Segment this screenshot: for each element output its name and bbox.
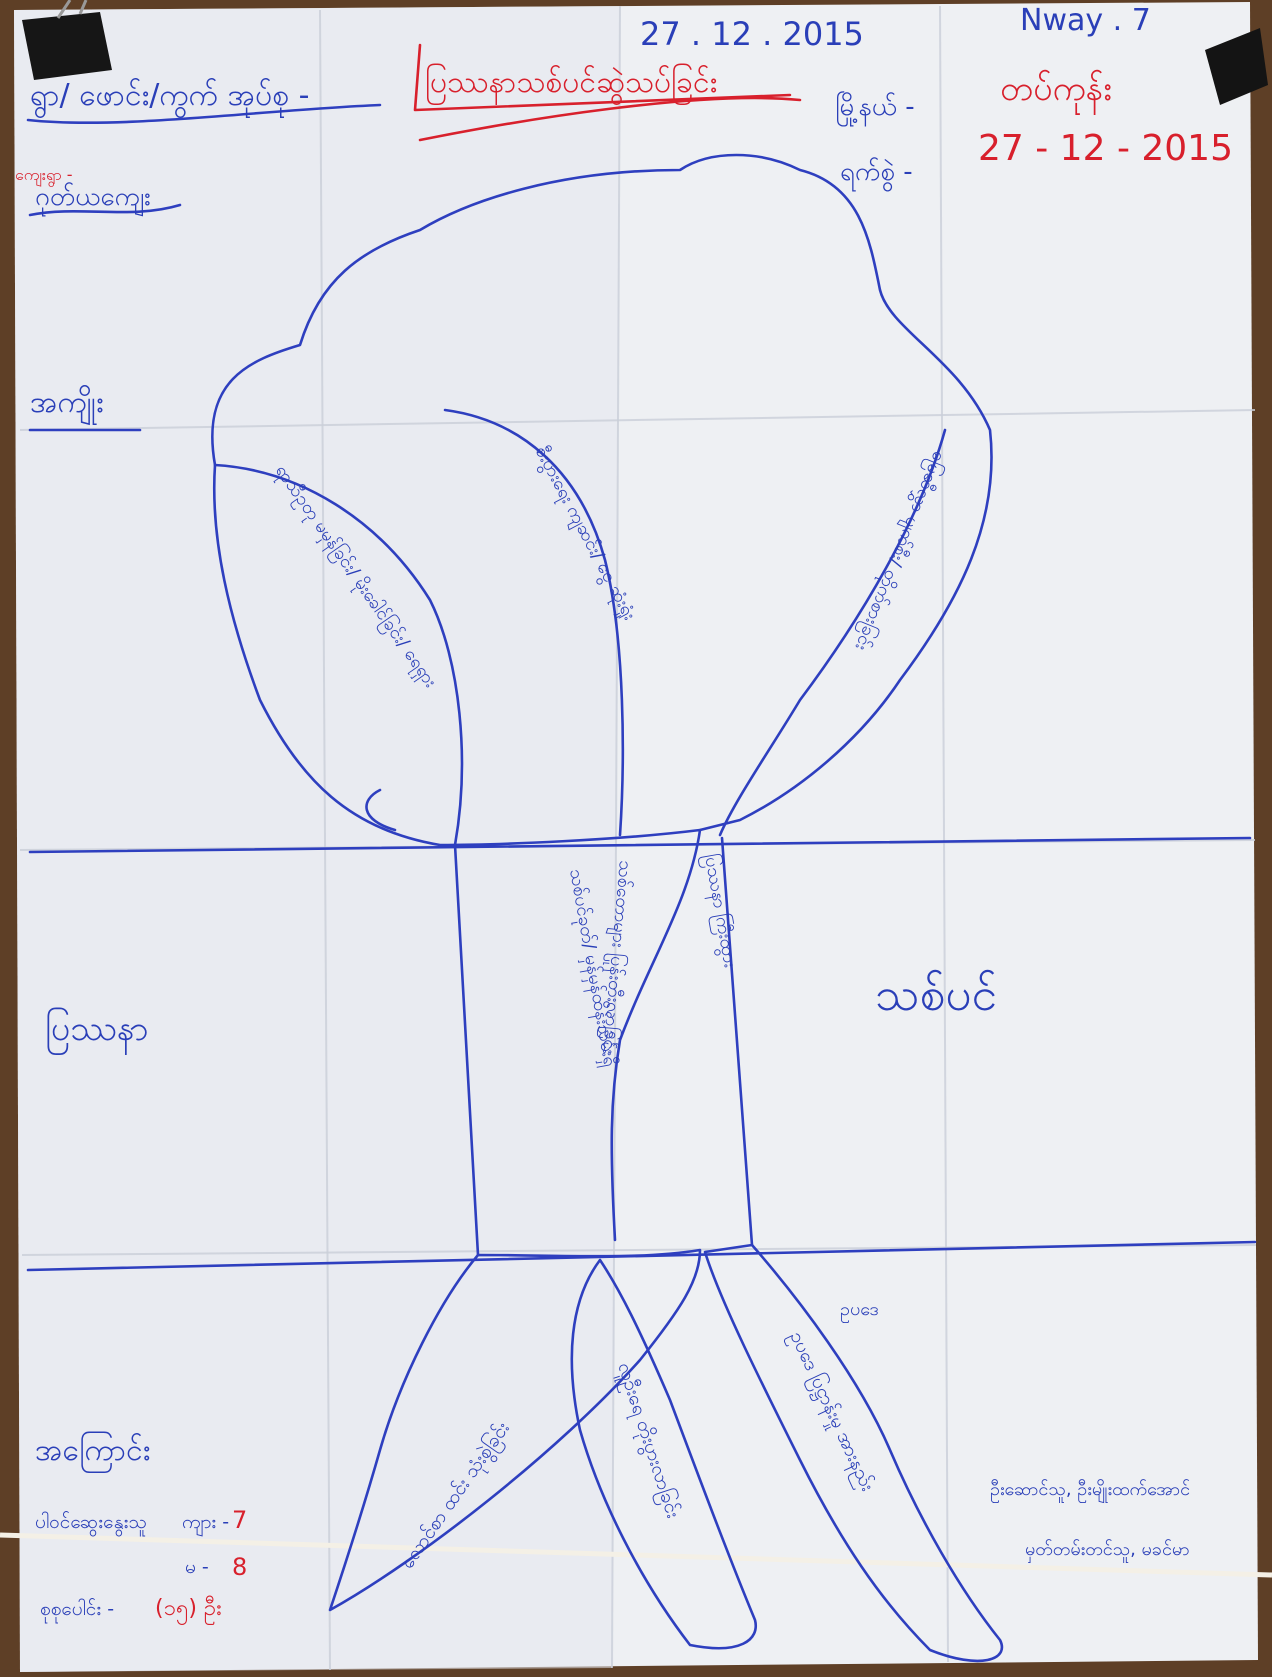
village-value: ဂုတ်ယကျေး	[35, 181, 151, 217]
male-count: 7	[232, 1506, 247, 1534]
facilitator-line1: ဦးဆောင်သူ, ဦးမျိုးထက်အောင်	[990, 1479, 1190, 1503]
participants-title: ပါဝင်ဆွေးနွေးသူ	[35, 1510, 147, 1537]
female-count: 8	[232, 1553, 247, 1581]
township-label: မြို့နယ် -	[835, 89, 915, 127]
township-value: တပ်ကုန်း	[1000, 69, 1112, 115]
cause-label: အကြောင်း	[35, 1431, 150, 1474]
poster-title: ပြဿနာသစ်ပင်ဆွဲသပ်ခြင်း	[425, 63, 717, 106]
root-note: ဥပဒေ	[840, 1299, 879, 1323]
problem-name: သစ်ပင်	[875, 967, 997, 1021]
result-label: အကျိုး	[30, 385, 104, 426]
date-value: 27 - 12 - 2015	[978, 128, 1233, 169]
problem-label: ပြဿနာ	[45, 1009, 149, 1055]
top-date: 27 . 12 . 2015	[640, 15, 864, 53]
total-count: (၁၅) ဦး	[155, 1595, 222, 1625]
village-label: ရွာ/ ဖောင်း/ကွက် အုပ်စု -	[30, 78, 309, 119]
facilitator-line2: မှတ်တမ်းတင်သူ, မခင်မာ	[1025, 1539, 1190, 1563]
total-label: စုစုပေါင်း -	[40, 1597, 114, 1624]
top-right-label: Nway . 7	[1020, 3, 1151, 38]
female-label: မ -	[185, 1556, 209, 1578]
date-label: ရက်စွဲ -	[840, 156, 913, 192]
